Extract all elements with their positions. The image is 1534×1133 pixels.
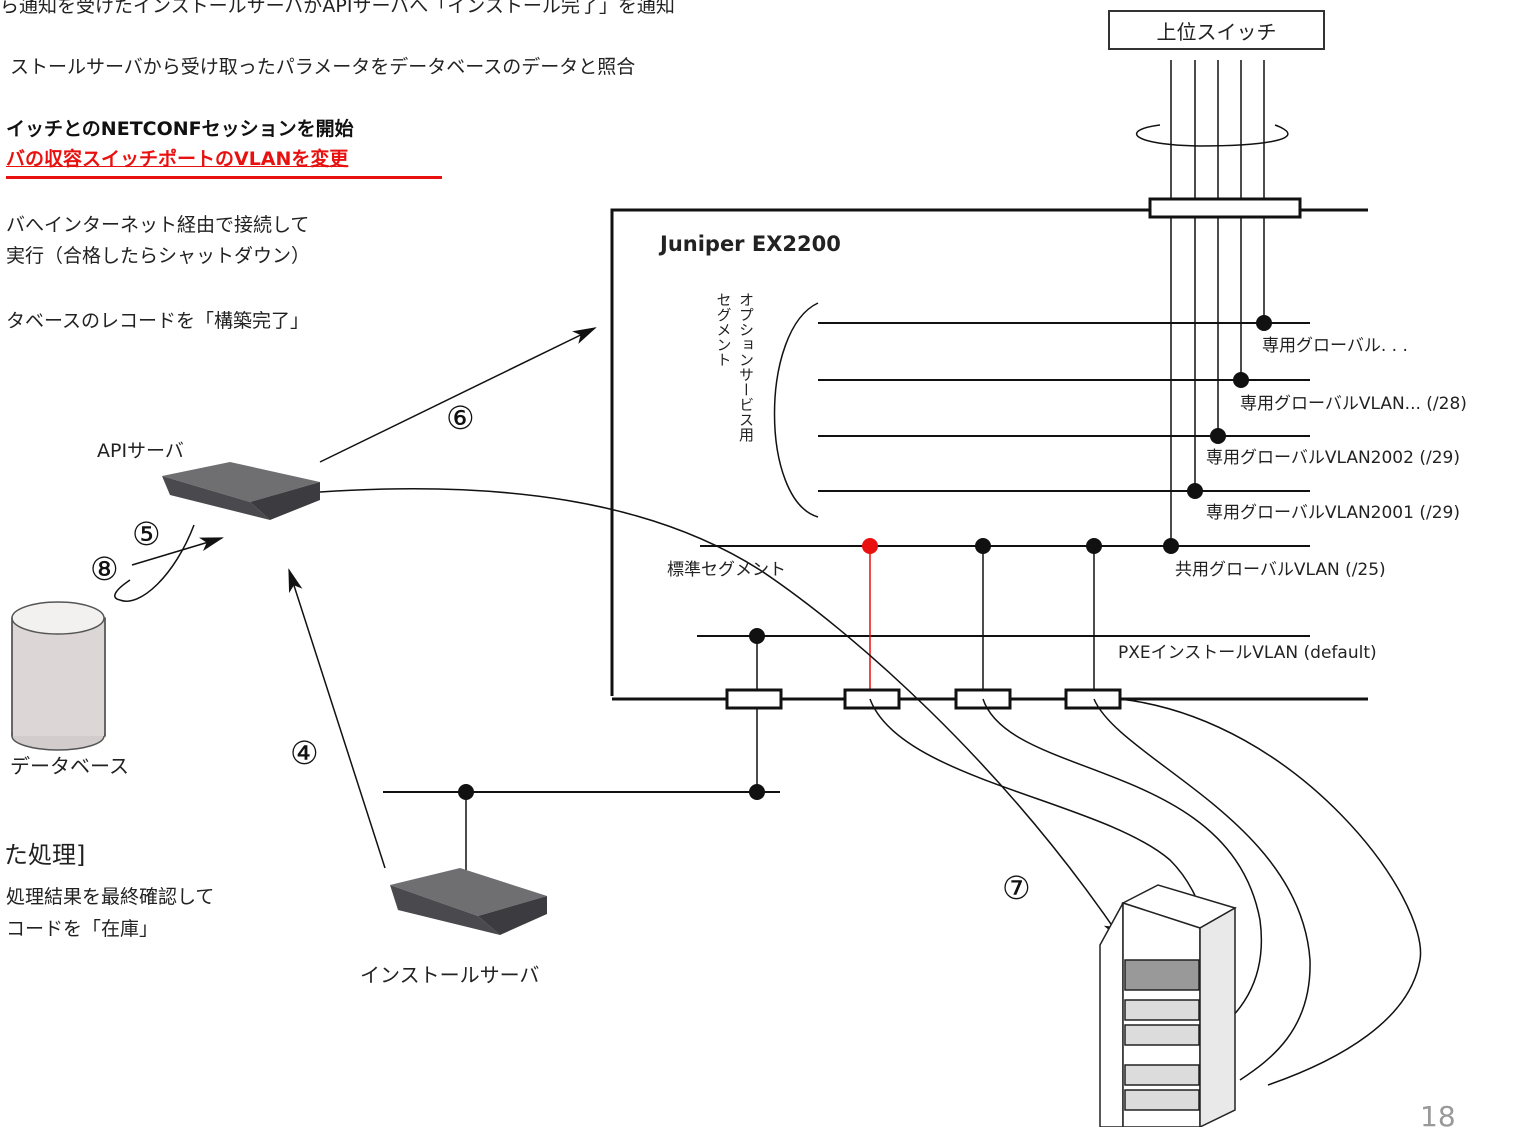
section2-line1: 処理結果を最終確認して (6, 886, 215, 908)
red-underline (6, 176, 442, 179)
step8-text: タベースのレコードを「構築完了」 (6, 310, 310, 332)
switch-model-label: Juniper EX2200 (660, 232, 841, 256)
step4-text: ら通知を受けたインストールサーバがAPIサーバへ「インストール完了」を通知 (0, 0, 675, 17)
api-to-rack-path (319, 487, 1124, 942)
vlan-label-1: 専用グローバル. . . (1262, 336, 1408, 356)
page-number: 18 (1420, 1100, 1456, 1133)
step7-line2: 実行（合格したらシャットダウン） (6, 245, 311, 267)
section2-title: た処理] (4, 841, 86, 869)
marker-7: ⑦ (1002, 869, 1031, 907)
access-ports (725, 688, 1122, 710)
option-segment-label: オプションサービス用 セグメント (714, 292, 756, 442)
bundle-ellipse-back (1136, 124, 1289, 147)
rack-cables (869, 698, 1422, 1086)
option-bracket (773, 302, 819, 518)
step6-line2: バの収容スイッチポートのVLANを変更 (6, 148, 349, 170)
install-server-device (390, 868, 547, 935)
step7-line1: バへインターネット経由で接続して (6, 214, 310, 236)
switch-box (610, 208, 1368, 696)
step6-line1: イッチとのNETCONFセッションを開始 (6, 118, 354, 140)
marker-6: ⑥ (446, 399, 475, 437)
marker-5: ⑤ (132, 515, 161, 553)
database-cylinder (11, 601, 106, 751)
install-server-label: インストールサーバ (360, 963, 540, 987)
vlan-dots (749, 315, 1272, 644)
upper-switch-box: 上位スイッチ (1108, 10, 1325, 50)
vlan-label-5: 共用グローバルVLAN (/25) (1175, 560, 1386, 580)
arrow-4 (288, 568, 386, 869)
section2-line2: コードを「在庫」 (6, 918, 159, 940)
vlan-label-4: 専用グローバルVLAN2001 (/29) (1206, 503, 1460, 523)
vlan-label-6: PXEインストールVLAN (default) (1118, 643, 1377, 663)
database-label: データベース (10, 754, 129, 778)
uplink-port (1148, 197, 1302, 219)
server-rack (1099, 884, 1237, 1127)
api-server-label: APIサーバ (97, 440, 184, 462)
marker-4: ④ (290, 734, 319, 772)
uplink-lines (1170, 60, 1265, 545)
option-segment-lines (818, 322, 1310, 492)
arrow-5 (131, 537, 224, 566)
api-server-device (162, 462, 320, 520)
marker-8: ⑧ (90, 550, 119, 588)
arrow-6 (319, 327, 597, 463)
vlan-label-3: 専用グローバルVLAN2002 (/29) (1206, 448, 1460, 468)
standard-segment-label: 標準セグメント (667, 560, 786, 580)
arrow-8-loop (119, 524, 195, 602)
vlan-label-2: 専用グローバルVLAN... (/28) (1240, 394, 1467, 414)
step5-text: ストールサーバから受け取ったパラメータをデータベースのデータと照合 (10, 56, 636, 78)
